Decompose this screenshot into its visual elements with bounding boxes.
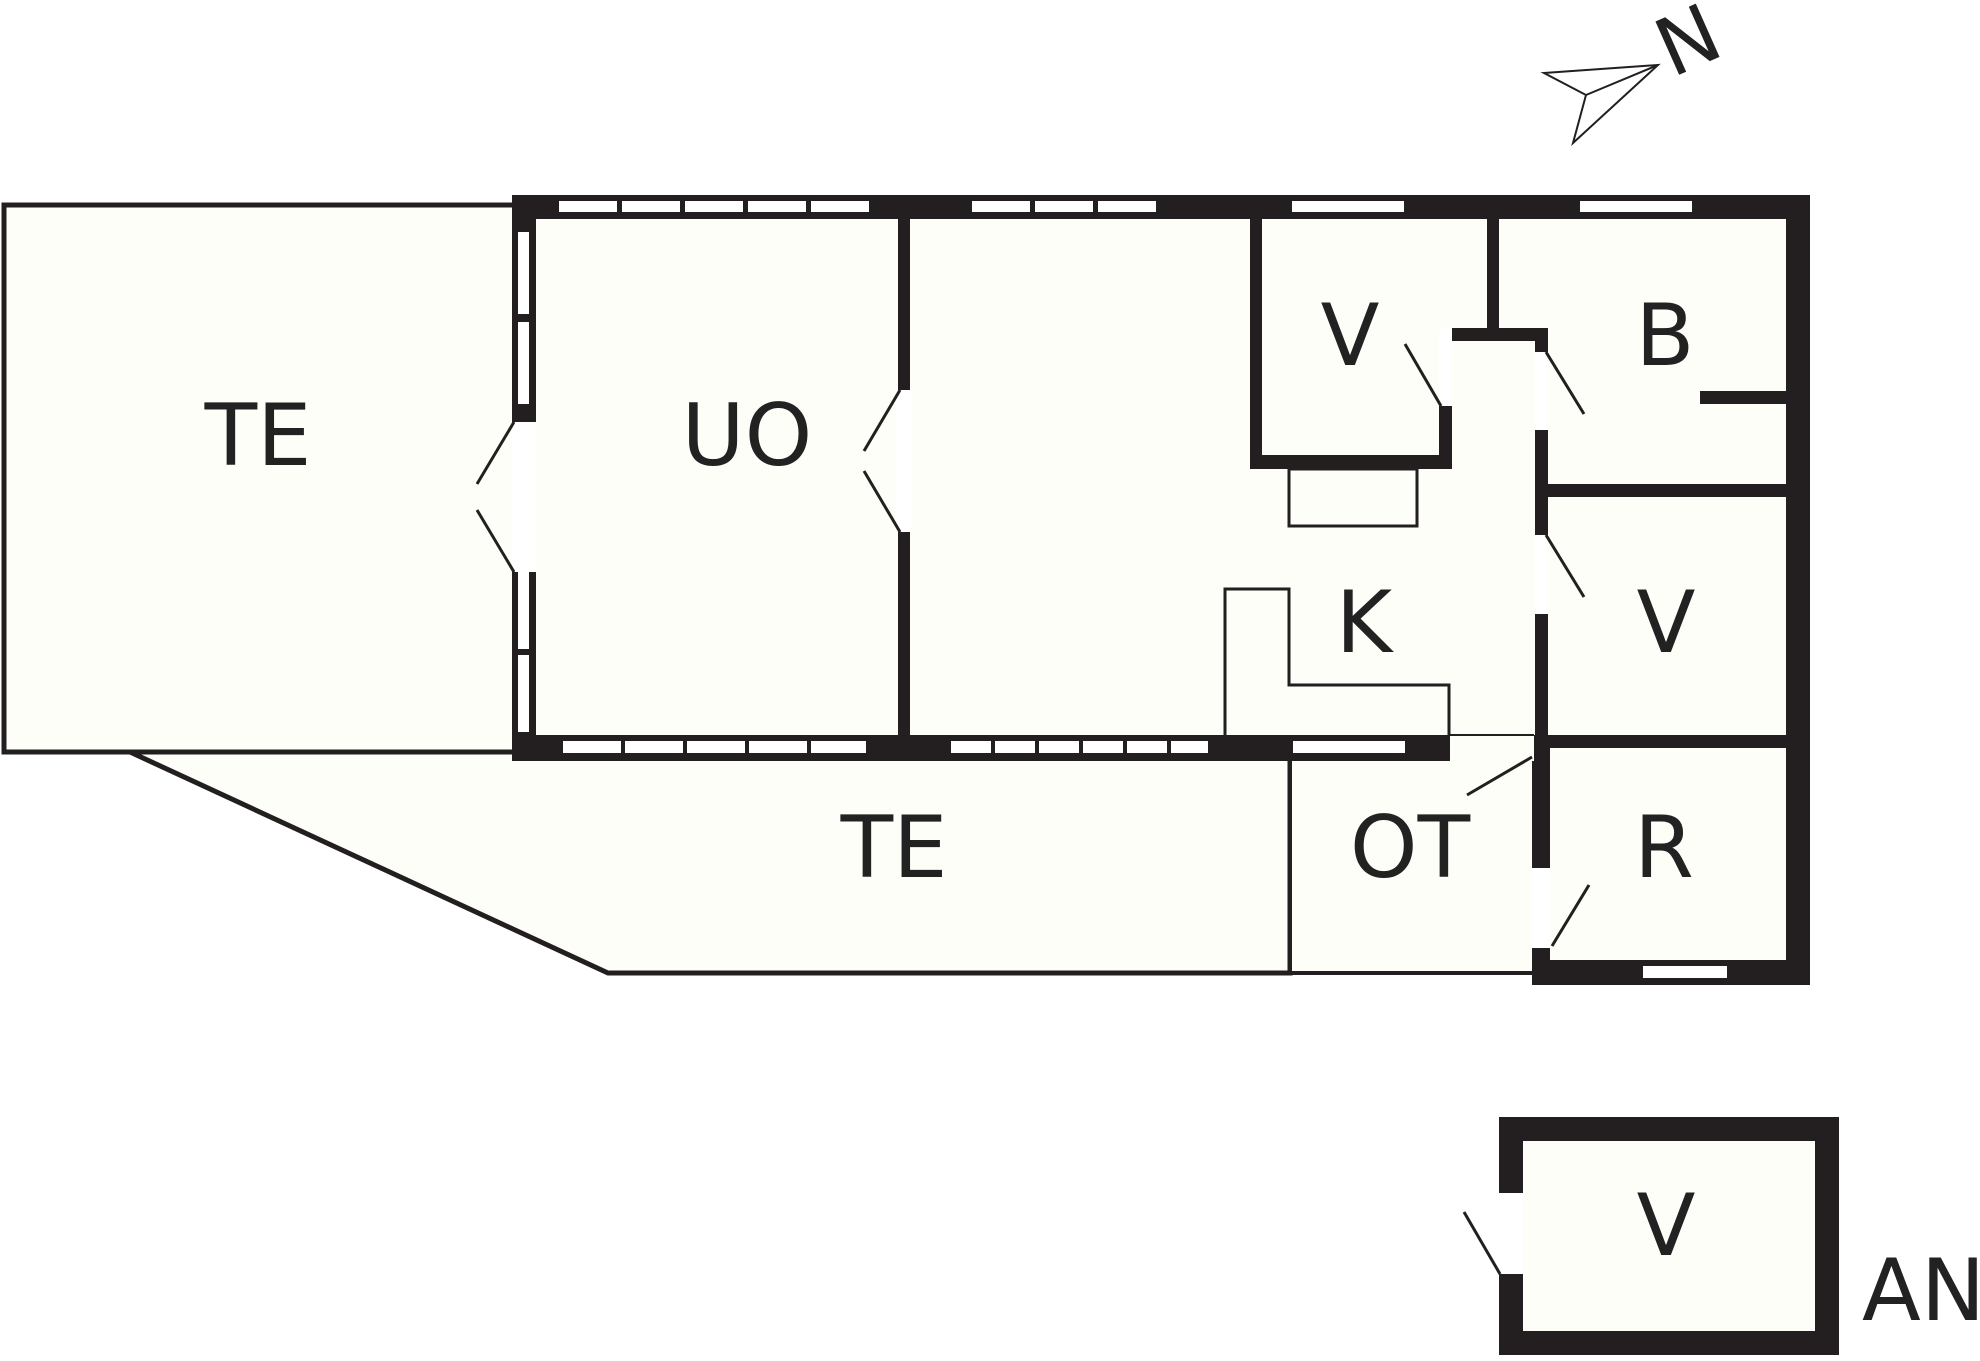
- room-label-k: K: [1336, 573, 1395, 673]
- window: [1293, 741, 1405, 753]
- window: [518, 572, 529, 649]
- house-floor-east: [1545, 740, 1801, 976]
- kitchen-counter-top: [1287, 467, 1419, 528]
- window: [687, 741, 745, 753]
- room-label-uo: UO: [682, 386, 813, 486]
- north-arrow-icon: [1540, 63, 1661, 147]
- wall-v-top-east-lower: [1439, 405, 1452, 467]
- room-labels: TE UO V B K V TE OT R V AN: [204, 286, 1980, 1341]
- house-floor: [520, 205, 1801, 752]
- window: [749, 741, 807, 753]
- window: [1127, 741, 1167, 753]
- window: [1098, 201, 1156, 212]
- window: [748, 201, 806, 212]
- room-label-ot: OT: [1350, 798, 1471, 898]
- door-opening: [1532, 868, 1550, 948]
- wall-v-top-east: [1487, 219, 1499, 329]
- outer-wall-east: [1786, 195, 1810, 985]
- terraces: [1, 202, 1537, 976]
- window: [518, 655, 529, 732]
- kitchen-counter-l: [1223, 587, 1451, 735]
- window: [972, 201, 1030, 212]
- window: [951, 741, 991, 753]
- window: [685, 201, 743, 212]
- kitchen-fixtures: [1223, 467, 1451, 735]
- windows-west: [518, 232, 529, 732]
- window: [811, 201, 869, 212]
- terrace-south-entry-area: [1288, 750, 1537, 975]
- room-label-te-west: TE: [204, 386, 312, 486]
- window: [518, 232, 529, 314]
- compass-letter: N: [1642, 0, 1734, 95]
- window: [1039, 741, 1079, 753]
- window: [1292, 201, 1404, 212]
- window: [1035, 201, 1093, 212]
- door-opening: [1535, 352, 1548, 430]
- door-opening: [1450, 735, 1534, 761]
- window: [1171, 741, 1208, 753]
- windows-north: [559, 201, 1692, 212]
- room-label-te-south: TE: [840, 798, 948, 898]
- windows-south: [563, 741, 1727, 978]
- window: [563, 741, 621, 753]
- window: [1083, 741, 1123, 753]
- window: [1643, 966, 1727, 978]
- door-opening: [1439, 329, 1452, 406]
- window: [995, 741, 1035, 753]
- window: [811, 741, 866, 753]
- window: [559, 201, 617, 212]
- wall-v-top-south: [1250, 455, 1452, 469]
- window: [1580, 201, 1692, 212]
- outbuilding-floor: [1499, 1117, 1839, 1355]
- door-opening: [1535, 535, 1548, 614]
- door-west-double: [475, 421, 536, 573]
- interior-doors: [862, 329, 1591, 948]
- window: [518, 322, 529, 404]
- door-opening: [1499, 1193, 1523, 1274]
- window: [625, 741, 683, 753]
- window: [622, 201, 680, 212]
- wall-b-v: [1548, 484, 1786, 497]
- outbuilding: [1462, 1117, 1839, 1355]
- room-label-v-top: V: [1321, 286, 1380, 386]
- house: [475, 195, 1810, 985]
- wall-b-stub: [1700, 391, 1786, 404]
- terrace-south-area: [128, 749, 1293, 976]
- door-opening: [896, 390, 912, 532]
- door-opening: [512, 422, 536, 572]
- room-label-v-mid: V: [1637, 573, 1696, 673]
- room-label-b: B: [1636, 286, 1695, 386]
- room-label-v-outbuilding: V: [1637, 1176, 1696, 1276]
- wall-hall-top: [1452, 328, 1547, 341]
- room-label-r: R: [1634, 798, 1694, 898]
- wall-v-r: [1548, 735, 1786, 748]
- outbuilding-label: AN: [1862, 1241, 1980, 1341]
- wall-v-top-west: [1250, 219, 1262, 467]
